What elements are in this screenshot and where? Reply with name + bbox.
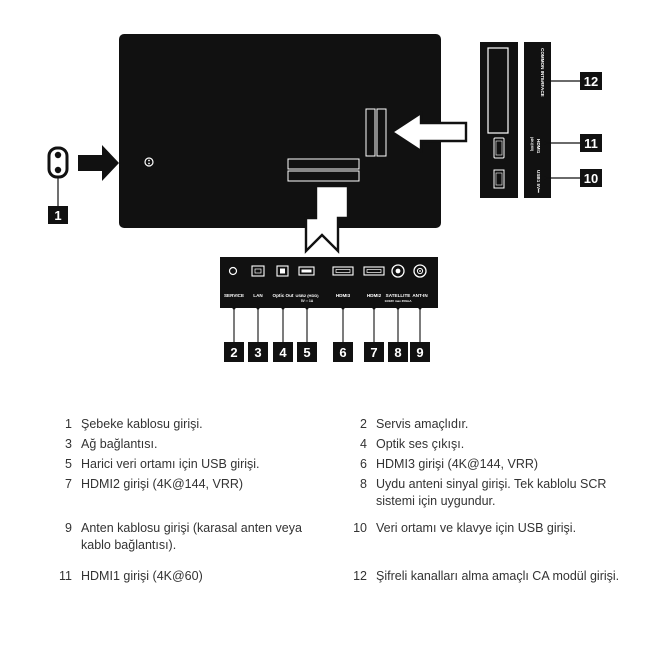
badge-10 — [580, 169, 602, 187]
common-interface-label: COMMON INTERFACE — [540, 48, 545, 97]
satellite-label: SATELLITE — [386, 293, 411, 298]
arrow-down-icon — [304, 184, 350, 254]
usb2-port-icon — [298, 266, 315, 276]
svg-text:7: 7 — [370, 345, 377, 360]
svg-text:5: 5 — [303, 345, 310, 360]
hdmi1-sub-label: (4K@60) — [530, 137, 534, 151]
badge-11 — [580, 134, 602, 152]
badge-1 — [48, 206, 68, 224]
hdmi3-port-icon — [332, 266, 354, 276]
badge-12 — [580, 72, 602, 90]
power-socket-icon — [144, 157, 154, 167]
svg-text:3: 3 — [254, 345, 261, 360]
antenna-port-icon — [413, 264, 427, 278]
optic-out-label: Optic Out — [273, 293, 294, 298]
tv-back-panel — [119, 34, 441, 228]
svg-text:2: 2 — [230, 345, 237, 360]
lan-label: LAN — [253, 293, 263, 298]
svg-text:1: 1 — [54, 208, 61, 223]
svg-text:4: 4 — [279, 345, 287, 360]
power-plug-icon — [47, 146, 69, 206]
lan-port-icon — [251, 265, 265, 277]
usb1-label: USB1 5V⎓ — [536, 170, 541, 193]
arrow-left-icon — [389, 110, 468, 154]
badge-2 — [224, 342, 244, 362]
badge-5 — [297, 342, 317, 362]
usb2-label: USB2 (HDD) — [295, 293, 319, 298]
arrow-right-icon — [78, 145, 119, 181]
badge-3 — [248, 342, 268, 362]
svg-text:12: 12 — [584, 74, 598, 89]
hdmi2-label: HDMI2 — [367, 293, 382, 298]
tv-connections-diagram: COMMON INTERFACE HDMI1 (4K@60) USB1 5V⎓ … — [47, 34, 602, 362]
service-label: SERVICE — [224, 293, 244, 298]
svg-text:8: 8 — [394, 345, 401, 360]
badge-9 — [410, 342, 430, 362]
hdmi2-port-icon — [363, 266, 385, 276]
badge-8 — [388, 342, 408, 362]
satellite-port-icon — [391, 264, 405, 278]
satellite-sub-label: 13/18V max 350mA — [384, 299, 412, 303]
badge-4 — [273, 342, 293, 362]
svg-text:10: 10 — [584, 171, 598, 186]
svg-text:11: 11 — [584, 136, 598, 151]
badge-6 — [333, 342, 353, 362]
hdmi1-label: HDMI1 — [536, 139, 541, 154]
side-panel-right — [524, 42, 551, 198]
usb2-sub-label: 5V ⎓ 1A — [301, 299, 314, 303]
ant-in-label: ANT-IN — [412, 293, 428, 298]
service-port-icon — [228, 266, 238, 276]
svg-text:6: 6 — [339, 345, 346, 360]
badge-7 — [364, 342, 384, 362]
hdmi3-label: HDMI3 — [336, 293, 351, 298]
optical-port-icon — [276, 265, 289, 277]
svg-text:9: 9 — [416, 345, 423, 360]
